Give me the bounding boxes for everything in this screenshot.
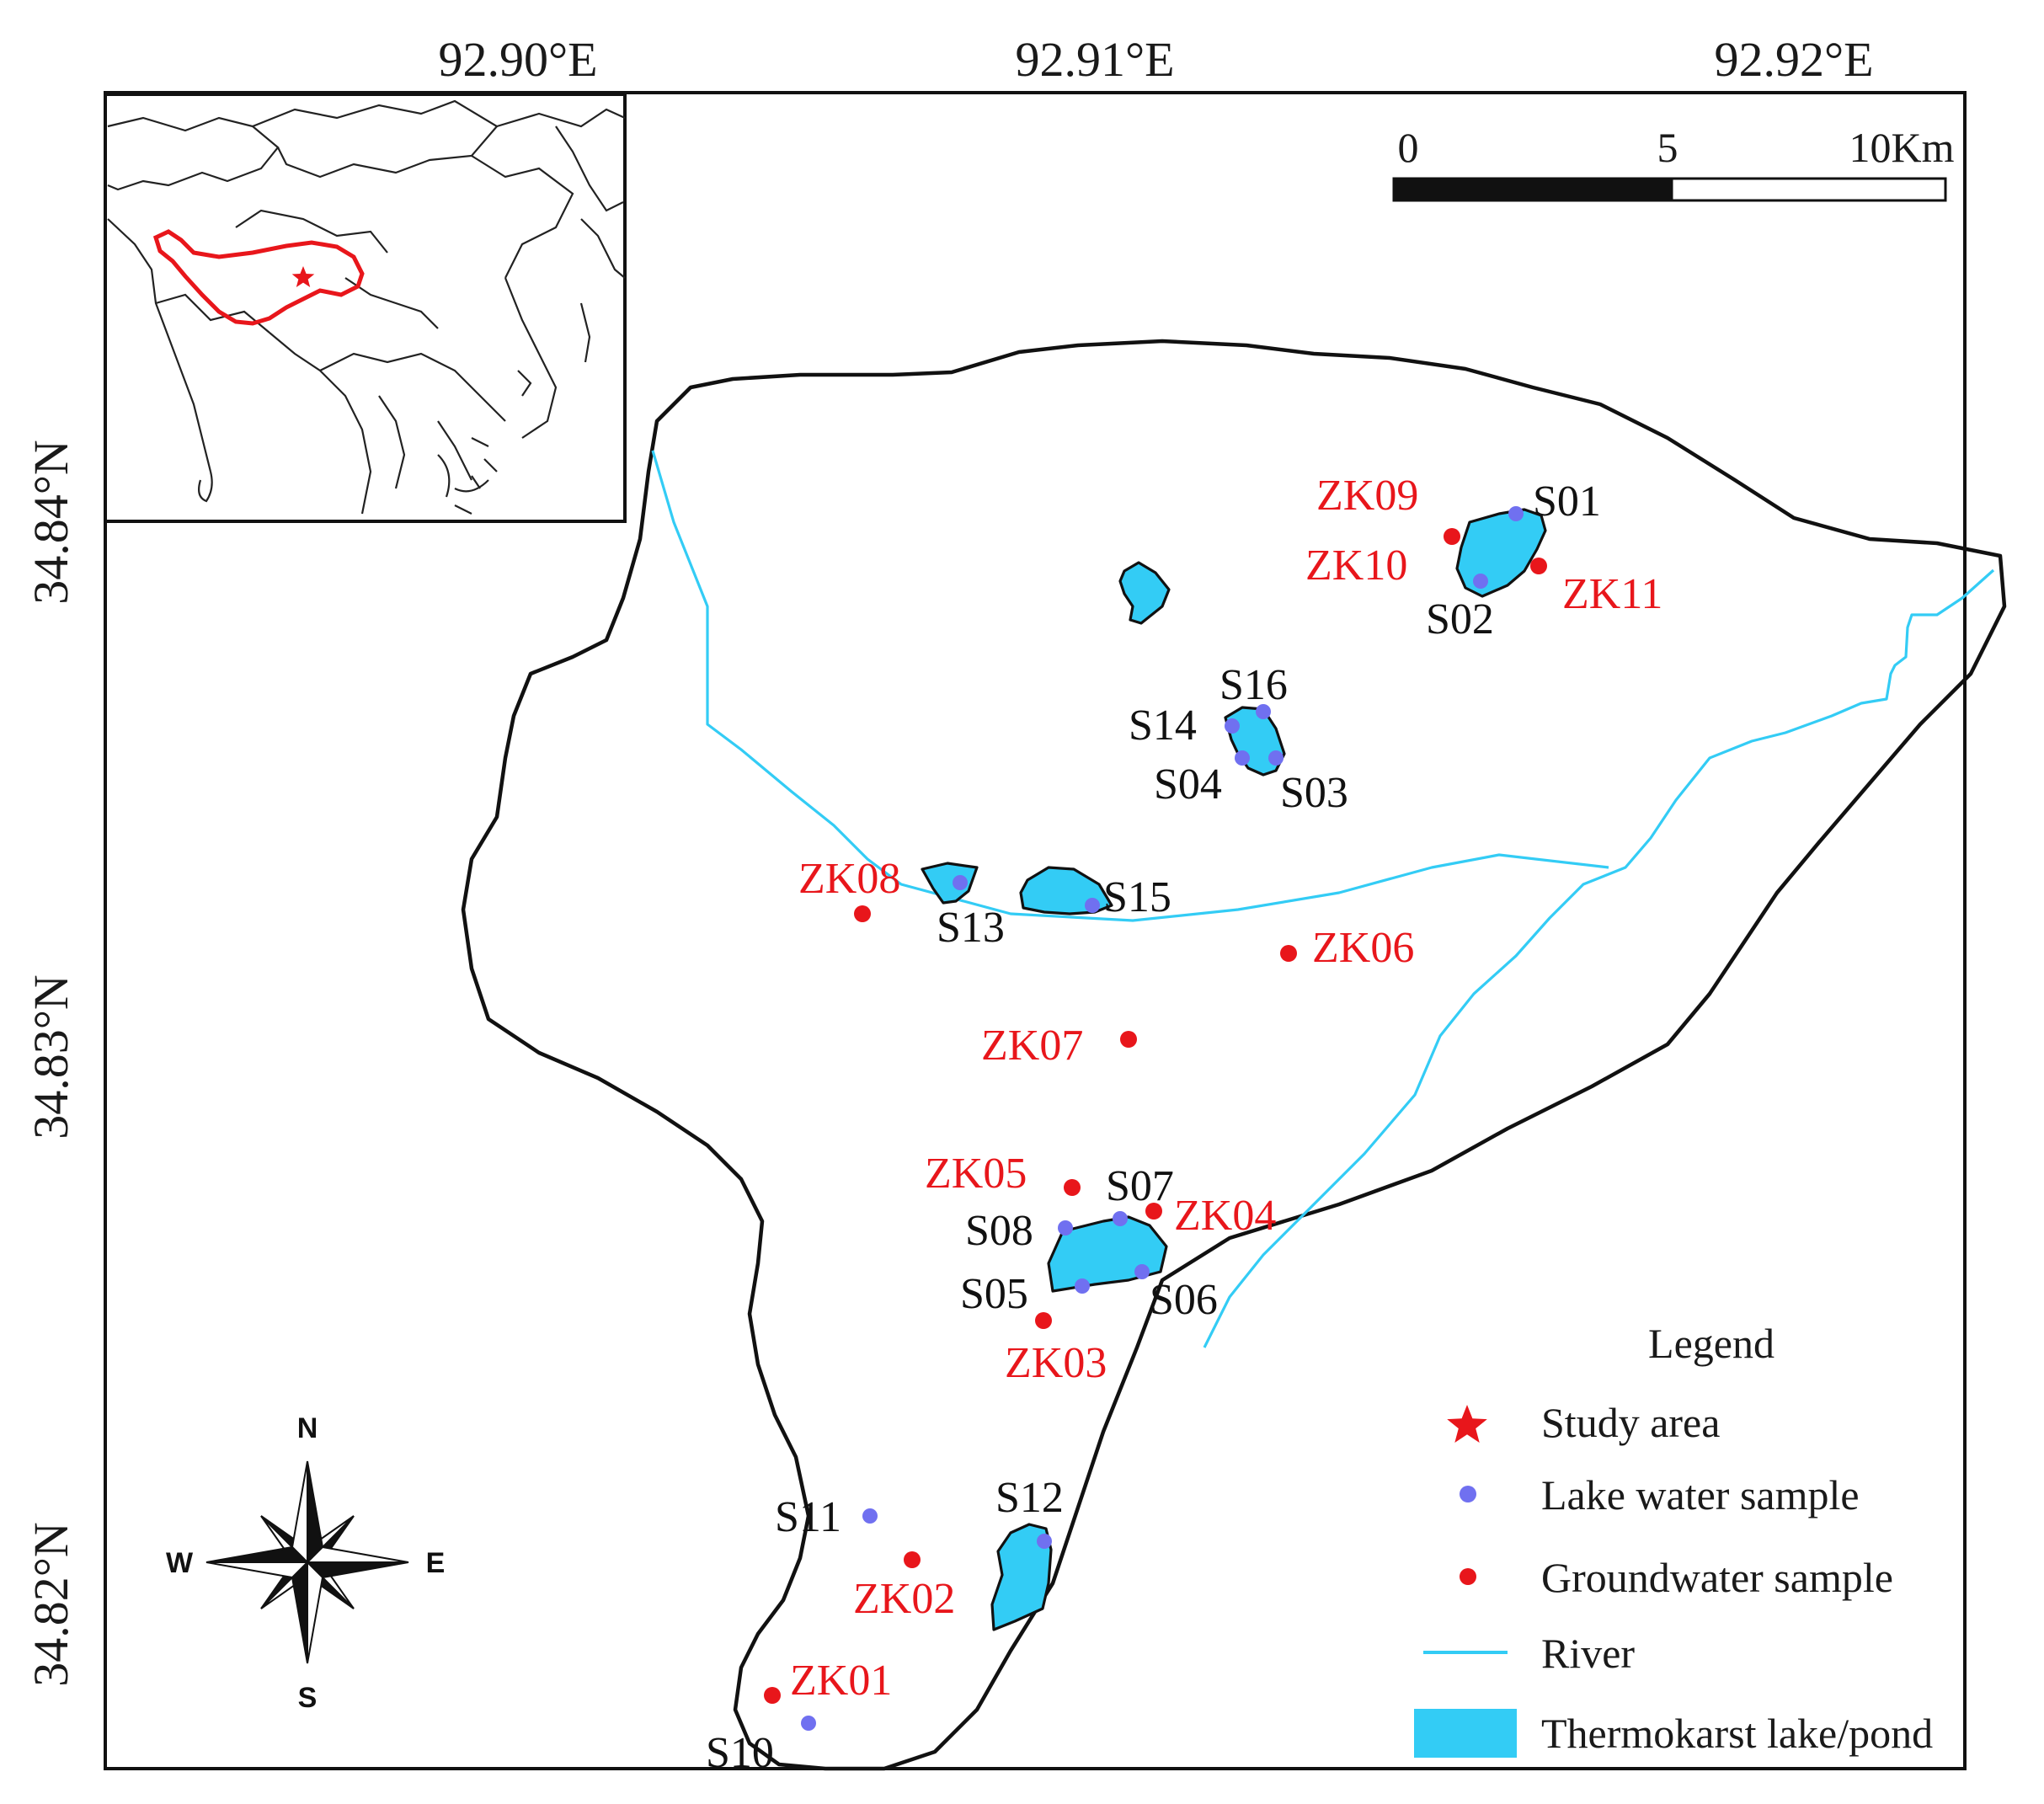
sample-point-s12	[1037, 1534, 1052, 1549]
sample-point-zk01	[764, 1687, 781, 1704]
label-zk06: ZK06	[1312, 924, 1414, 972]
scale-bar-black-segment	[1392, 177, 1673, 202]
lake-4	[921, 862, 979, 905]
sample-point-zk08	[854, 905, 871, 922]
sample-point-s13	[953, 875, 968, 890]
label-s03: S03	[1280, 769, 1348, 817]
label-s16: S16	[1219, 661, 1288, 709]
watershed-boundary	[461, 339, 2007, 1771]
sample-point-s10	[801, 1716, 816, 1731]
sample-point-zk04	[1145, 1203, 1162, 1220]
scale-bar: 0 5 10Km	[1392, 124, 1955, 202]
sample-point-s05	[1075, 1278, 1090, 1294]
label-zk10: ZK10	[1305, 542, 1407, 590]
river-east	[1203, 568, 1995, 1348]
sample-point-zk03	[1035, 1312, 1052, 1329]
north-arrow-icon: N S E W	[166, 1412, 445, 1714]
compass-w: W	[166, 1547, 194, 1579]
sample-point-s15	[1085, 898, 1100, 913]
label-s10: S10	[706, 1729, 774, 1777]
lat-label-34-84: 34.84°N	[24, 440, 78, 605]
compass-e: E	[426, 1547, 446, 1579]
lon-label-92-92: 92.92°E	[1714, 32, 1873, 87]
compass-s: S	[298, 1682, 318, 1714]
legend-study-area-label: Study area	[1541, 1399, 1720, 1446]
scale-tick-5: 5	[1657, 124, 1678, 171]
groundwater-samples	[764, 528, 1547, 1704]
label-s14: S14	[1129, 702, 1197, 750]
lake-7	[990, 1523, 1053, 1631]
label-zk11: ZK11	[1562, 570, 1662, 618]
inset-country-borders	[107, 99, 626, 515]
sample-point-s03	[1268, 750, 1284, 766]
label-s11: S11	[775, 1493, 841, 1541]
rivers	[651, 450, 1995, 1348]
tibetan-plateau-outline	[152, 229, 365, 326]
label-zk03: ZK03	[1005, 1339, 1107, 1387]
sample-point-s11	[862, 1508, 878, 1524]
label-s07: S07	[1106, 1162, 1174, 1210]
sample-point-s08	[1058, 1220, 1073, 1236]
label-zk05: ZK05	[925, 1150, 1027, 1198]
compass-n: N	[297, 1412, 318, 1444]
lon-label-92-90: 92.90°E	[438, 32, 597, 87]
lat-label-34-82: 34.82°N	[24, 1522, 78, 1687]
label-zk07: ZK07	[981, 1022, 1083, 1070]
legend-river-label: River	[1541, 1630, 1635, 1677]
sample-point-s04	[1235, 750, 1250, 766]
label-s13: S13	[937, 904, 1005, 952]
sample-point-zk11	[1530, 558, 1547, 574]
inset-map	[104, 93, 627, 523]
scale-tick-10km: 10Km	[1849, 124, 1955, 171]
label-zk01: ZK01	[790, 1657, 892, 1705]
legend-lake-sample-icon	[1460, 1486, 1476, 1502]
label-s12: S12	[995, 1474, 1064, 1522]
lon-label-92-91: 92.91°E	[1015, 32, 1174, 87]
legend-study-area-icon	[1447, 1405, 1487, 1443]
sample-point-s07	[1113, 1211, 1128, 1226]
sample-point-s02	[1473, 574, 1488, 589]
legend: Legend Study area Lake water sample Grou…	[1414, 1320, 1933, 1758]
lat-label-34-83: 34.83°N	[24, 974, 78, 1140]
sample-point-zk06	[1280, 945, 1297, 962]
label-s01: S01	[1533, 478, 1601, 526]
label-zk02: ZK02	[853, 1575, 955, 1623]
groundwater-sample-labels: ZK09 ZK10 ZK11 ZK08 ZK06 ZK07 ZK05 ZK04 …	[790, 472, 1662, 1705]
river-main	[651, 450, 1609, 922]
label-s04: S04	[1154, 761, 1222, 809]
scale-tick-0: 0	[1398, 124, 1419, 171]
label-s02: S02	[1426, 595, 1494, 643]
lake-sample-labels: S01 S02 S16 S14 S04 S03 S13 S15 S07 S08 …	[706, 478, 1601, 1777]
sample-point-s14	[1225, 718, 1240, 734]
scale-bar-white-segment	[1670, 177, 1947, 202]
study-area-star-icon	[291, 266, 315, 287]
legend-title: Legend	[1648, 1320, 1774, 1367]
inset-frame	[104, 93, 627, 523]
legend-lake-sample-label: Lake water sample	[1541, 1471, 1860, 1518]
sample-point-zk05	[1064, 1179, 1081, 1196]
legend-groundwater-sample-label: Groundwater sample	[1541, 1554, 1893, 1601]
legend-groundwater-sample-icon	[1460, 1568, 1476, 1585]
sample-point-zk07	[1120, 1031, 1137, 1048]
sample-point-s16	[1256, 704, 1271, 719]
legend-lake-label: Thermokarst lake/pond	[1541, 1710, 1933, 1757]
lake-2	[1118, 561, 1171, 625]
legend-lake-icon	[1414, 1709, 1517, 1758]
label-s06: S06	[1150, 1276, 1218, 1324]
label-s15: S15	[1103, 873, 1171, 921]
label-s08: S08	[965, 1207, 1033, 1255]
label-zk09: ZK09	[1316, 472, 1418, 520]
label-zk08: ZK08	[798, 855, 900, 903]
sample-point-zk02	[904, 1551, 921, 1568]
label-s05: S05	[960, 1270, 1028, 1318]
sample-point-s06	[1134, 1264, 1150, 1279]
sample-point-zk09	[1444, 528, 1460, 545]
sample-point-s01	[1508, 506, 1524, 521]
label-zk04: ZK04	[1174, 1192, 1276, 1240]
lake-water-samples	[801, 506, 1524, 1731]
